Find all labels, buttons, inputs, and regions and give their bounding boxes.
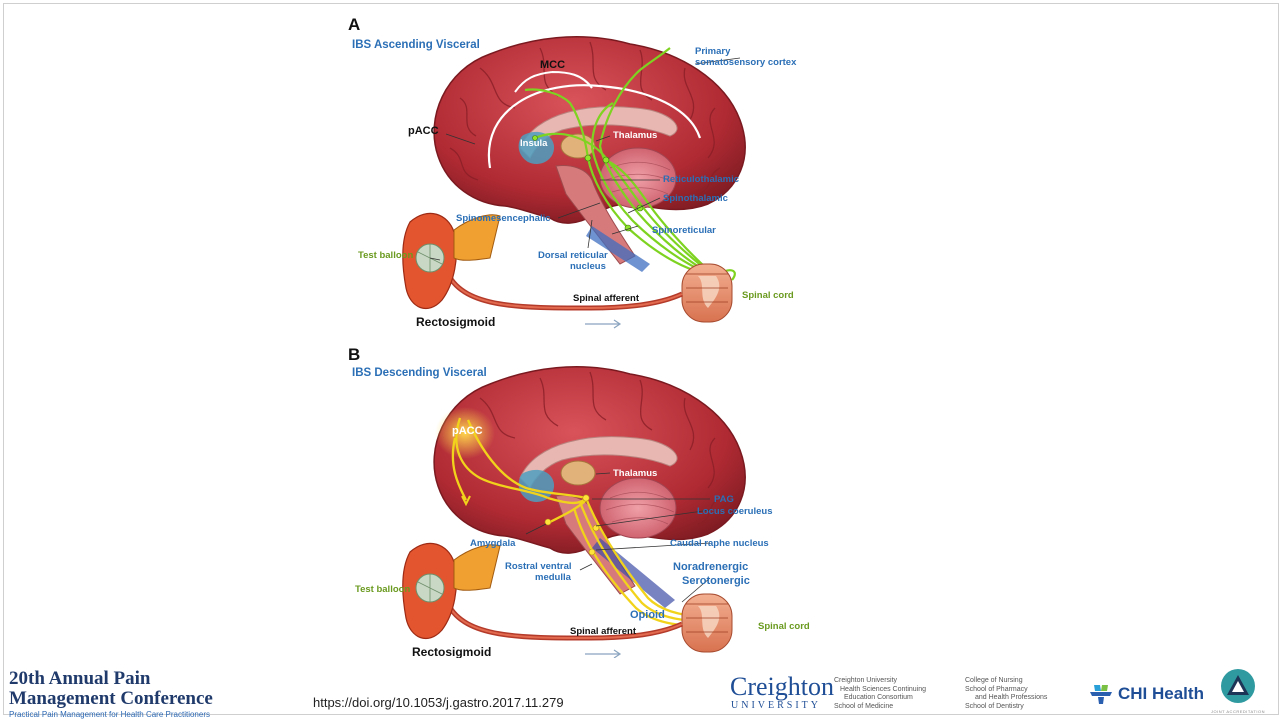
hsce-text: Creighton University Health Sciences Con… (834, 677, 926, 711)
ibs-visceral-figure: A IBS Ascending Visceral (330, 8, 830, 658)
creighton-university: UNIVERSITY (730, 700, 822, 711)
label-medulla-b: medulla (535, 572, 572, 583)
panel-a: A IBS Ascending Visceral (348, 15, 797, 329)
rectosigmoid-a (403, 213, 500, 308)
rectosigmoid-b (403, 543, 500, 638)
label-spinomesencephalic-a: Spinomesencephalic (456, 213, 551, 224)
label-noradrenergic-b: Noradrenergic (673, 561, 748, 573)
label-spinal-afferent-b: Spinal afferent (570, 626, 637, 637)
label-spinothalamic-a: Spinothalamic (663, 193, 728, 204)
chi-health-label: CHI Health (1118, 684, 1204, 704)
label-thalamus-a: Thalamus (613, 130, 657, 141)
label-test-balloon-a: Test balloon (358, 250, 413, 261)
label-amygdala-b: Amygdala (470, 538, 516, 549)
hsce-line: Education Consortium (834, 694, 926, 703)
label-opioid-b: Opioid (630, 609, 665, 621)
label-locus-b: Locus coeruleus (697, 506, 773, 517)
afferent-arrow-a (585, 320, 620, 328)
label-dorsal-reticular-a: Dorsal reticular (538, 250, 608, 261)
label-pacc-a: pACC (408, 125, 439, 137)
conference-title-line1: 20th Annual Pain (9, 669, 259, 689)
creighton-name: Creighton (730, 674, 822, 700)
joint-accreditation-logo: JOINT ACCREDITATION (1208, 668, 1268, 714)
spinal-afferent-nerve-a (448, 274, 682, 308)
panel-a-title: IBS Ascending Visceral (352, 39, 480, 51)
label-spinoreticular-a: Spinoreticular (652, 225, 716, 236)
conference-tagline: Practical Pain Management for Health Car… (9, 710, 259, 719)
label-rostral-b: Rostral ventral (505, 561, 572, 572)
schools-line: School of Dentistry (965, 703, 1047, 712)
label-rectosigmoid-b: Rectosigmoid (412, 645, 491, 658)
label-pag-b: PAG (714, 494, 734, 505)
thalamus-b (561, 461, 595, 485)
doi-citation: https://doi.org/10.1053/j.gastro.2017.11… (313, 695, 564, 710)
label-nucleus-a: nucleus (570, 261, 606, 272)
label-pacc-b: pACC (452, 425, 483, 437)
schools-line: College of Nursing (965, 677, 1047, 686)
conference-title-line2: Management Conference (9, 689, 259, 709)
afferent-arrow-b (585, 650, 620, 658)
panel-a-letter: A (348, 15, 360, 34)
joint-accreditation-icon (1220, 668, 1256, 704)
panel-b-letter: B (348, 345, 360, 364)
label-thalamus-b: Thalamus (613, 468, 657, 479)
conference-logo: 20th Annual Pain Management Conference P… (9, 669, 259, 719)
label-mcc-a: MCC (540, 59, 565, 71)
schools-line: School of Pharmacy (965, 686, 1047, 695)
chi-health-logo: CHI Health (1088, 683, 1204, 705)
label-primary-a: Primary (695, 46, 731, 57)
spinal-cord-a (682, 264, 732, 322)
label-somatosensory-a: somatosensory cortex (695, 57, 797, 68)
hsce-line: Health Sciences Continuing (834, 686, 926, 695)
chi-cross-icon (1088, 683, 1114, 705)
label-insula-a: Insula (520, 138, 548, 149)
label-reticulothalamic-a: Reticulothalamic (663, 174, 739, 185)
schools-text: College of Nursing School of Pharmacy an… (965, 677, 1047, 711)
label-caudal-b: Caudal raphe nucleus (670, 538, 769, 549)
spinal-cord-b (682, 594, 732, 652)
label-rectosigmoid-a: Rectosigmoid (416, 315, 495, 329)
schools-line: and Health Professions (965, 694, 1047, 703)
label-serotonergic-b: Serotonergic (682, 575, 750, 587)
label-spinal-afferent-a: Spinal afferent (573, 293, 640, 304)
hsce-line: School of Medicine (834, 703, 926, 712)
joint-accreditation-caption: JOINT ACCREDITATION (1208, 709, 1268, 714)
panel-b: B IBS Descending Visceral (348, 345, 810, 658)
label-spinal-cord-a: Spinal cord (742, 290, 794, 301)
hsce-line: Creighton University (834, 677, 926, 686)
label-spinal-cord-b: Spinal cord (758, 621, 810, 632)
label-test-balloon-b: Test balloon (355, 584, 410, 595)
creighton-logo: Creighton UNIVERSITY (730, 674, 822, 711)
panel-b-title: IBS Descending Visceral (352, 367, 487, 379)
